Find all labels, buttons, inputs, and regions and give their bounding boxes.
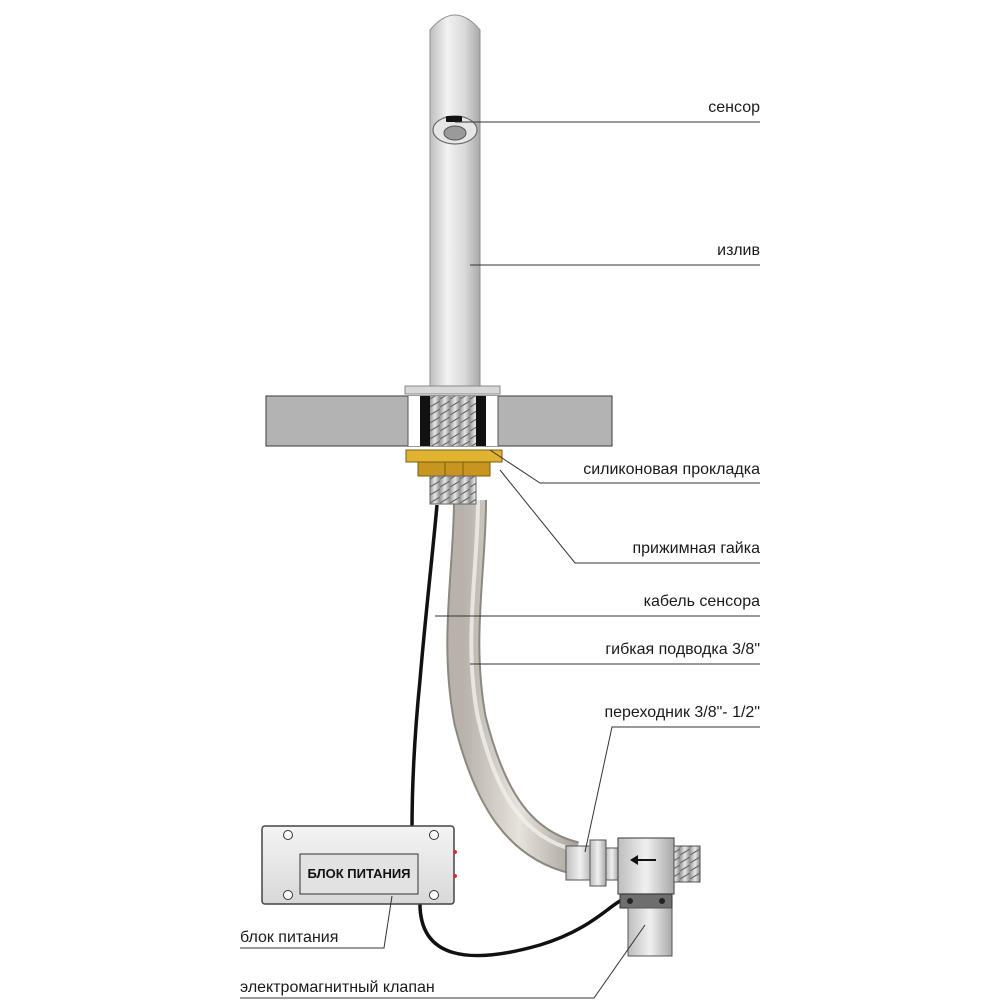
label-sensor-cable: кабель сенсора [644,593,760,610]
sensor-window [432,115,478,145]
label-flex-hose: гибкая подводка 3/8" [605,641,760,658]
valve-cable [418,898,623,958]
labels: сенсор излив силиконовая прокладка прижи… [240,99,760,996]
countertop [265,395,613,447]
label-spout: излив [717,242,760,259]
leader-lines [240,121,760,999]
screw-icon [429,890,439,900]
power-box-label: БЛОК ПИТАНИЯ [307,866,410,881]
flexible-hose [446,499,580,875]
gasket-and-nut [405,449,503,477]
adapter-fitting [565,839,619,887]
label-gasket: силиконовая прокладка [583,461,760,478]
label-nut: прижимная гайка [632,540,760,557]
label-power-unit: блок питания [240,929,338,946]
screw-icon [429,830,439,840]
threaded-shank [429,475,477,505]
solenoid-valve [617,837,701,957]
sensor-cable [410,504,623,958]
screw-icon [283,830,293,840]
spout [404,14,501,395]
power-supply-box: БЛОК ПИТАНИЯ [261,825,457,905]
screw-icon [283,890,293,900]
label-sensor: сенсор [708,99,760,116]
label-solenoid-valve: электромагнитный клапан [240,979,435,996]
label-adapter: переходник 3/8"- 1/2" [604,704,760,721]
